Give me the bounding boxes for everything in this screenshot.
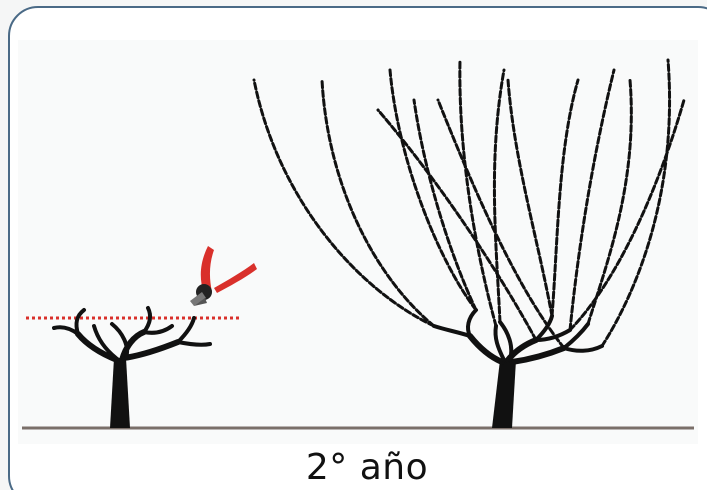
large-tree xyxy=(432,308,604,428)
pruning-shears-icon xyxy=(190,246,257,306)
new-shoots xyxy=(252,58,686,350)
year-caption: 2° año xyxy=(305,447,429,488)
small-tree xyxy=(52,306,212,428)
pruning-illustration xyxy=(18,40,698,444)
